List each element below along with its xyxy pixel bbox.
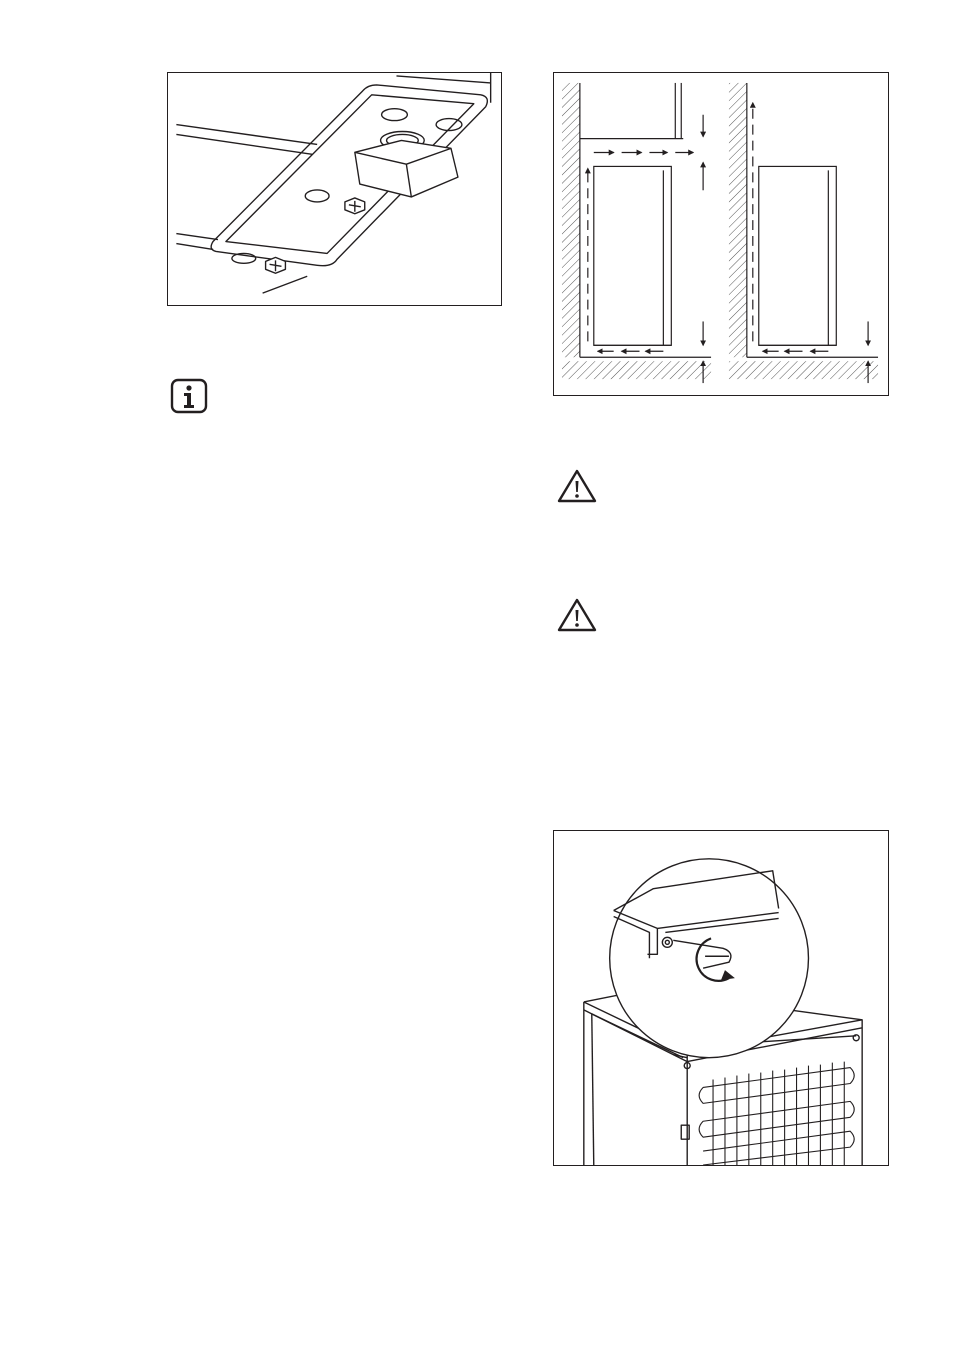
warning-triangle-icon — [556, 468, 598, 504]
warning-triangle-icon — [556, 597, 598, 633]
adjustable-foot-drawing — [168, 73, 501, 305]
adjustable-foot-illustration — [167, 72, 502, 306]
ventilation-clearance-diagram — [553, 72, 889, 396]
ventilation-diagram-drawing — [554, 73, 888, 395]
rear-spacer-drawing — [554, 831, 888, 1165]
info-icon — [170, 378, 208, 414]
rear-spacer-installation-illustration — [553, 830, 889, 1166]
